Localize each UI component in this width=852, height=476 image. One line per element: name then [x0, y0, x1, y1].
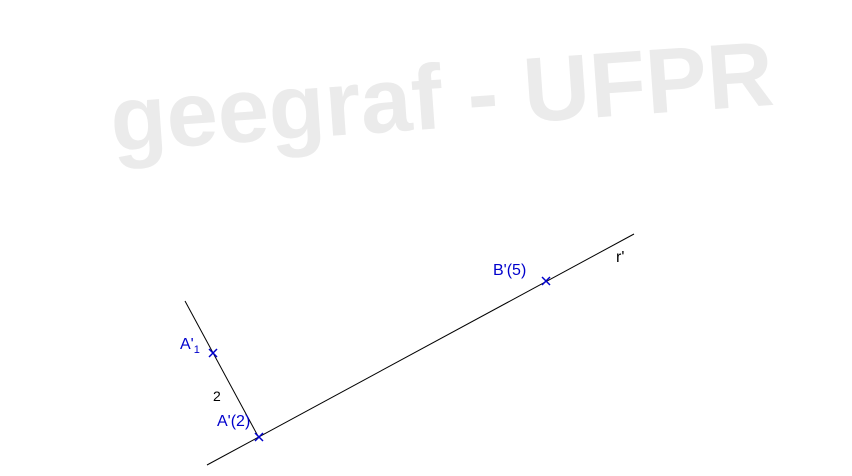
point-a-marker	[254, 432, 264, 442]
point-a-label: A'(2)	[217, 413, 250, 430]
segment-length-label: 2	[213, 388, 221, 404]
point-a1-label-sub: 1	[194, 344, 200, 356]
projection-segment	[184, 300, 260, 439]
point-b-label: B'(5)	[493, 262, 526, 279]
watermark-text: geegraf - UFPR	[107, 23, 777, 171]
point-a1-label-main: A'	[180, 336, 194, 353]
line-r-prime-label: r'	[616, 249, 624, 266]
line-r-prime	[206, 233, 635, 466]
point-a1-label: A'1	[180, 336, 200, 356]
point-a1-marker	[208, 348, 218, 358]
point-b-marker	[541, 276, 551, 286]
